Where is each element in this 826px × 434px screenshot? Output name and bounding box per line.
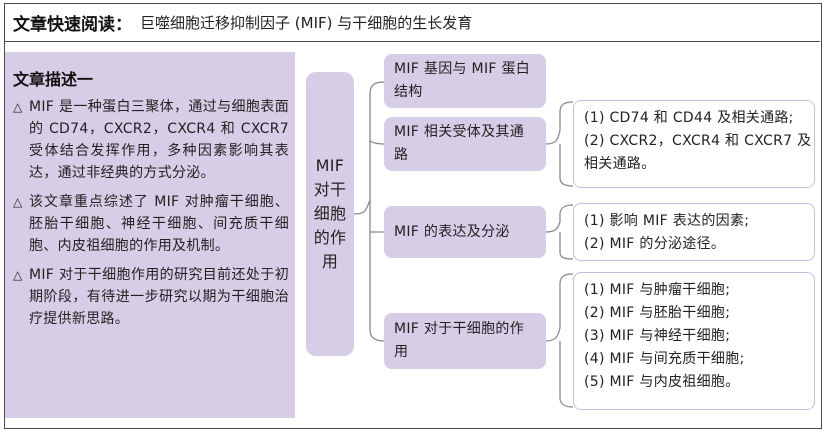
detail-line: 相关通路。 xyxy=(584,156,656,172)
triangle-bullet-icon: △ xyxy=(13,195,23,209)
detail-line: (2) MIF 的分泌途径。 xyxy=(584,236,726,252)
summary-heading: 文章描述一 xyxy=(13,70,94,89)
topic-label: MIF 相关受体及其通路 xyxy=(394,124,525,163)
detail-line: (1) MIF 与肿瘤干细胞; xyxy=(584,282,731,298)
center-node: MIF对干细胞的作用 xyxy=(306,72,354,356)
header-colon: ： xyxy=(115,15,132,35)
triangle-bullet-icon: △ xyxy=(13,100,23,114)
header-title: 文章快速阅读 xyxy=(13,15,115,35)
topic-node-expression-secretion: MIF 的表达及分泌 xyxy=(384,206,546,258)
summary-text: MIF 对于干细胞作用的研究目前还处于初期阶段，有待进一步研究以期为干细胞治疗提… xyxy=(29,267,289,327)
summary-text: MIF 是一种蛋白三聚体，通过与细胞表面的 CD74，CXCR2，CXCR4 和… xyxy=(29,99,289,181)
topic-node-stem-cell-effects: MIF 对于干细胞的作用 xyxy=(384,313,546,369)
triangle-bullet-icon: △ xyxy=(13,268,23,282)
summary-item: △ MIF 对于干细胞作用的研究目前还处于初期阶段，有待进一步研究以期为干细胞治… xyxy=(13,264,289,330)
detail-line: (3) MIF 与神经干细胞; xyxy=(584,328,731,344)
detail-box-stem-cells: (1) MIF 与肿瘤干细胞; (2) MIF 与胚胎干细胞; (3) MIF … xyxy=(573,272,815,410)
detail-line: (2) MIF 与胚胎干细胞; xyxy=(584,305,731,321)
topic-label: MIF 的表达及分泌 xyxy=(394,223,510,240)
detail-line: (4) MIF 与间充质干细胞; xyxy=(584,351,745,367)
header: 文章快速阅读 ： 巨噬细胞迁移抑制因子 (MIF) 与干细胞的生长发育 xyxy=(5,4,820,42)
detail-box-expression: (1) 影响 MIF 表达的因素; (2) MIF 的分泌途径。 xyxy=(573,203,815,261)
summary-panel: 文章描述一 △ MIF 是一种蛋白三聚体，通过与细胞表面的 CD74，CXCR2… xyxy=(5,52,295,418)
header-subtitle: 巨噬细胞迁移抑制因子 (MIF) 与干细胞的生长发育 xyxy=(140,14,473,32)
topic-node-gene-structure: MIF 基因与 MIF 蛋白结构 xyxy=(384,54,546,108)
topic-node-receptors: MIF 相关受体及其通路 xyxy=(384,117,546,171)
topic-label: MIF 对于干细胞的作用 xyxy=(394,321,525,360)
detail-line: (1) 影响 MIF 表达的因素; xyxy=(584,213,750,229)
summary-item: △ MIF 是一种蛋白三聚体，通过与细胞表面的 CD74，CXCR2，CXCR4… xyxy=(13,96,289,184)
center-node-label: MIF对干细胞的作用 xyxy=(313,156,347,271)
detail-line: (2) CXCR2，CXCR4 和 CXCR7 及 xyxy=(584,133,812,149)
detail-line: (1) CD74 和 CD44 及相关通路; xyxy=(584,110,794,126)
topic-label: MIF 基因与 MIF 蛋白结构 xyxy=(394,61,531,100)
detail-box-receptors: (1) CD74 和 CD44 及相关通路; (2) CXCR2，CXCR4 和… xyxy=(573,100,815,188)
detail-line: (5) MIF 与内皮祖细胞。 xyxy=(584,374,740,390)
summary-text: 该文章重点综述了 MIF 对肿瘤干细胞、胚胎干细胞、神经干细胞、间充质干细胞、内… xyxy=(29,194,289,254)
summary-item: △ 该文章重点综述了 MIF 对肿瘤干细胞、胚胎干细胞、神经干细胞、间充质干细胞… xyxy=(13,191,289,257)
